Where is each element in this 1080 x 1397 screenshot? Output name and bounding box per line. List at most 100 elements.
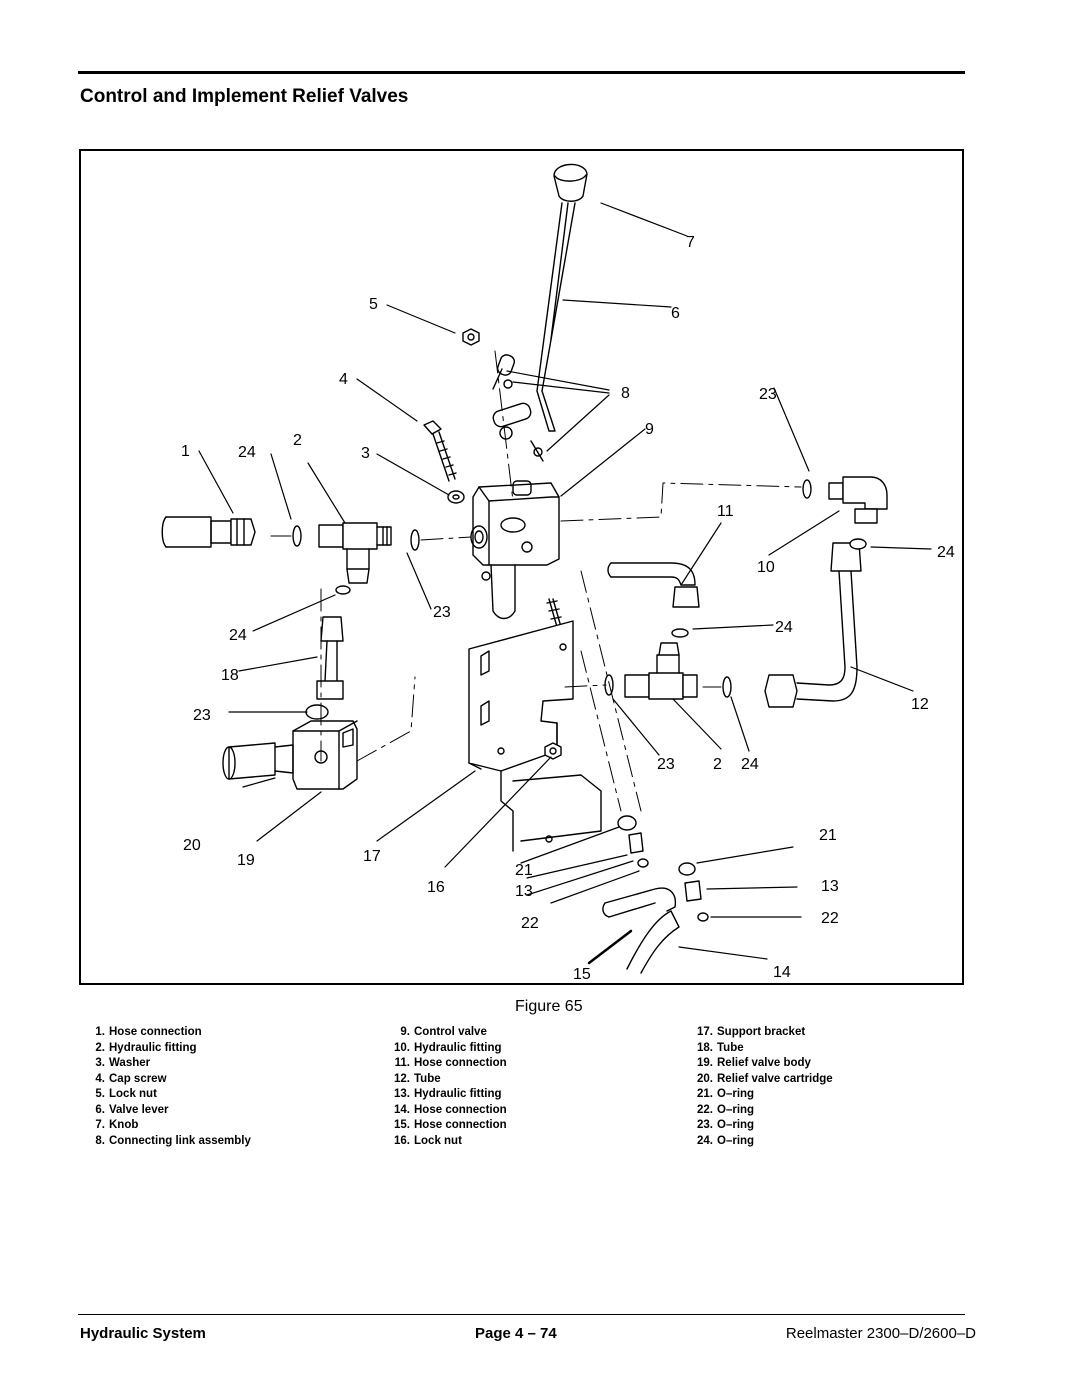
callout-1: 1 xyxy=(181,443,190,460)
control-valve-part xyxy=(470,480,562,628)
o-ring-24-center-part xyxy=(671,628,689,638)
list-item: 20.Relief valve cartridge xyxy=(697,1072,833,1085)
parts-list-column-2: 9.Control valve 10.Hydraulic fitting 11.… xyxy=(385,1025,507,1149)
knob-part xyxy=(553,163,588,202)
parts-list-column-3: 17.Support bracket 18.Tube 19.Relief val… xyxy=(688,1025,833,1149)
callout-20: 20 xyxy=(183,837,201,854)
callout-13-left: 13 xyxy=(515,883,533,900)
hydraulic-fitting-13-part xyxy=(617,815,709,922)
list-item: 7.Knob xyxy=(95,1119,139,1131)
list-item: 18.Tube xyxy=(697,1041,744,1054)
callout-24-lower: 24 xyxy=(741,756,759,773)
callout-3: 3 xyxy=(361,445,370,462)
callout-14: 14 xyxy=(773,964,791,981)
tube-12-part xyxy=(764,542,862,708)
parts-list-column-1: 1.Hose connection 2.Hydraulic fitting 3.… xyxy=(80,1025,251,1149)
list-item: 15.Hose connection xyxy=(394,1119,507,1131)
list-item: 17.Support bracket xyxy=(697,1026,806,1038)
callout-6: 6 xyxy=(671,305,680,322)
callout-23-lower: 23 xyxy=(657,756,675,773)
list-item: 21.O–ring xyxy=(697,1088,755,1100)
hydraulic-fitting-2-right-part xyxy=(624,642,698,700)
o-ring-24-upper-right-part xyxy=(849,538,867,550)
exploded-diagram-figure: 7 6 5 4 8 23 9 1 24 2 3 11 10 24 23 24 2… xyxy=(79,149,964,985)
figure-caption: Figure 65 xyxy=(515,998,583,1015)
callout-23-top: 23 xyxy=(759,386,777,403)
footer-model: Reelmaster 2300–D/2600–D xyxy=(785,1325,976,1342)
callout-22-left: 22 xyxy=(521,915,539,932)
callout-24-center: 24 xyxy=(775,619,793,636)
list-item: 19.Relief valve body xyxy=(697,1057,811,1069)
list-item: 6.Valve lever xyxy=(95,1103,169,1116)
relief-valve-body-part xyxy=(292,720,358,790)
callout-23-center: 23 xyxy=(433,604,451,621)
o-ring-24-lower-part xyxy=(335,585,351,595)
list-item: 8.Connecting link assembly xyxy=(95,1134,251,1147)
list-item: 5.Lock nut xyxy=(95,1088,157,1100)
hose-connection-15-part xyxy=(602,887,677,918)
callout-23-left: 23 xyxy=(193,707,211,724)
lock-nut-part xyxy=(462,328,480,346)
hose-connection-11-part xyxy=(607,562,700,608)
hydraulic-fitting-10-part xyxy=(828,476,888,524)
callout-24-right: 24 xyxy=(937,544,955,561)
lock-nut-16-part xyxy=(544,742,562,760)
o-ring-23-part xyxy=(410,529,420,551)
washer-part xyxy=(447,490,465,504)
callout-22-right: 22 xyxy=(821,910,839,927)
list-item: 14.Hose connection xyxy=(394,1103,507,1116)
list-item: 12.Tube xyxy=(394,1072,441,1085)
callout-19: 19 xyxy=(237,852,255,869)
callout-10: 10 xyxy=(757,559,775,576)
list-item: 22.O–ring xyxy=(697,1103,755,1116)
list-item: 13.Hydraulic fitting xyxy=(394,1088,502,1100)
callout-4: 4 xyxy=(339,371,348,388)
valve-lever-part xyxy=(536,202,576,432)
top-rule xyxy=(78,71,965,74)
callout-11: 11 xyxy=(717,503,734,520)
list-item: 23.O–ring xyxy=(697,1119,755,1131)
callout-24-left: 24 xyxy=(229,627,247,644)
tube-18-part xyxy=(316,616,344,700)
footer-section: Hydraulic System xyxy=(80,1325,206,1342)
list-item: 11.Hose connection xyxy=(394,1057,507,1069)
list-item: 2.Hydraulic fitting xyxy=(95,1041,197,1054)
relief-valve-cartridge-part xyxy=(222,742,294,780)
callout-2-top: 2 xyxy=(293,432,302,449)
callout-21-right: 21 xyxy=(819,827,837,844)
o-ring-24-right-part xyxy=(722,676,732,698)
callout-9: 9 xyxy=(645,421,654,438)
list-item: 4.Cap screw xyxy=(95,1072,167,1085)
hydraulic-fitting-2-part xyxy=(318,522,392,584)
callout-16: 16 xyxy=(427,879,445,896)
list-item: 16.Lock nut xyxy=(394,1134,462,1147)
callout-12: 12 xyxy=(911,696,929,713)
callout-21-left: 21 xyxy=(515,862,533,879)
list-item: 24.O–ring xyxy=(697,1134,755,1147)
page-title: Control and Implement Relief Valves xyxy=(80,86,409,107)
cap-screw-part xyxy=(423,420,457,482)
callout-2-lower: 2 xyxy=(713,756,722,773)
hose-connection-1-part xyxy=(161,516,256,548)
callout-5: 5 xyxy=(369,296,378,313)
o-ring-24-left-part xyxy=(292,525,302,547)
o-ring-23-lower-part xyxy=(305,704,329,720)
o-ring-23-upper-right-part xyxy=(802,479,812,499)
callout-8: 8 xyxy=(621,385,630,402)
footer-rule xyxy=(78,1314,965,1315)
list-item: 3.Washer xyxy=(95,1057,151,1069)
callout-13-right: 13 xyxy=(821,878,839,895)
callout-24-top: 24 xyxy=(238,444,256,461)
list-item: 1.Hose connection xyxy=(95,1026,202,1038)
list-item: 9.Control valve xyxy=(400,1026,487,1038)
connecting-link-part xyxy=(492,354,544,462)
list-item: 10.Hydraulic fitting xyxy=(394,1041,502,1054)
callout-7: 7 xyxy=(686,234,695,251)
footer-page-number: Page 4 – 74 xyxy=(475,1325,557,1342)
exploded-view-drawing: 7 6 5 4 8 23 9 1 24 2 3 11 10 24 23 24 2… xyxy=(161,163,955,983)
callout-18: 18 xyxy=(221,667,239,684)
support-bracket-part xyxy=(468,620,602,852)
hose-connection-14-part xyxy=(626,910,680,974)
callout-15: 15 xyxy=(573,966,591,983)
callout-17: 17 xyxy=(363,848,381,865)
